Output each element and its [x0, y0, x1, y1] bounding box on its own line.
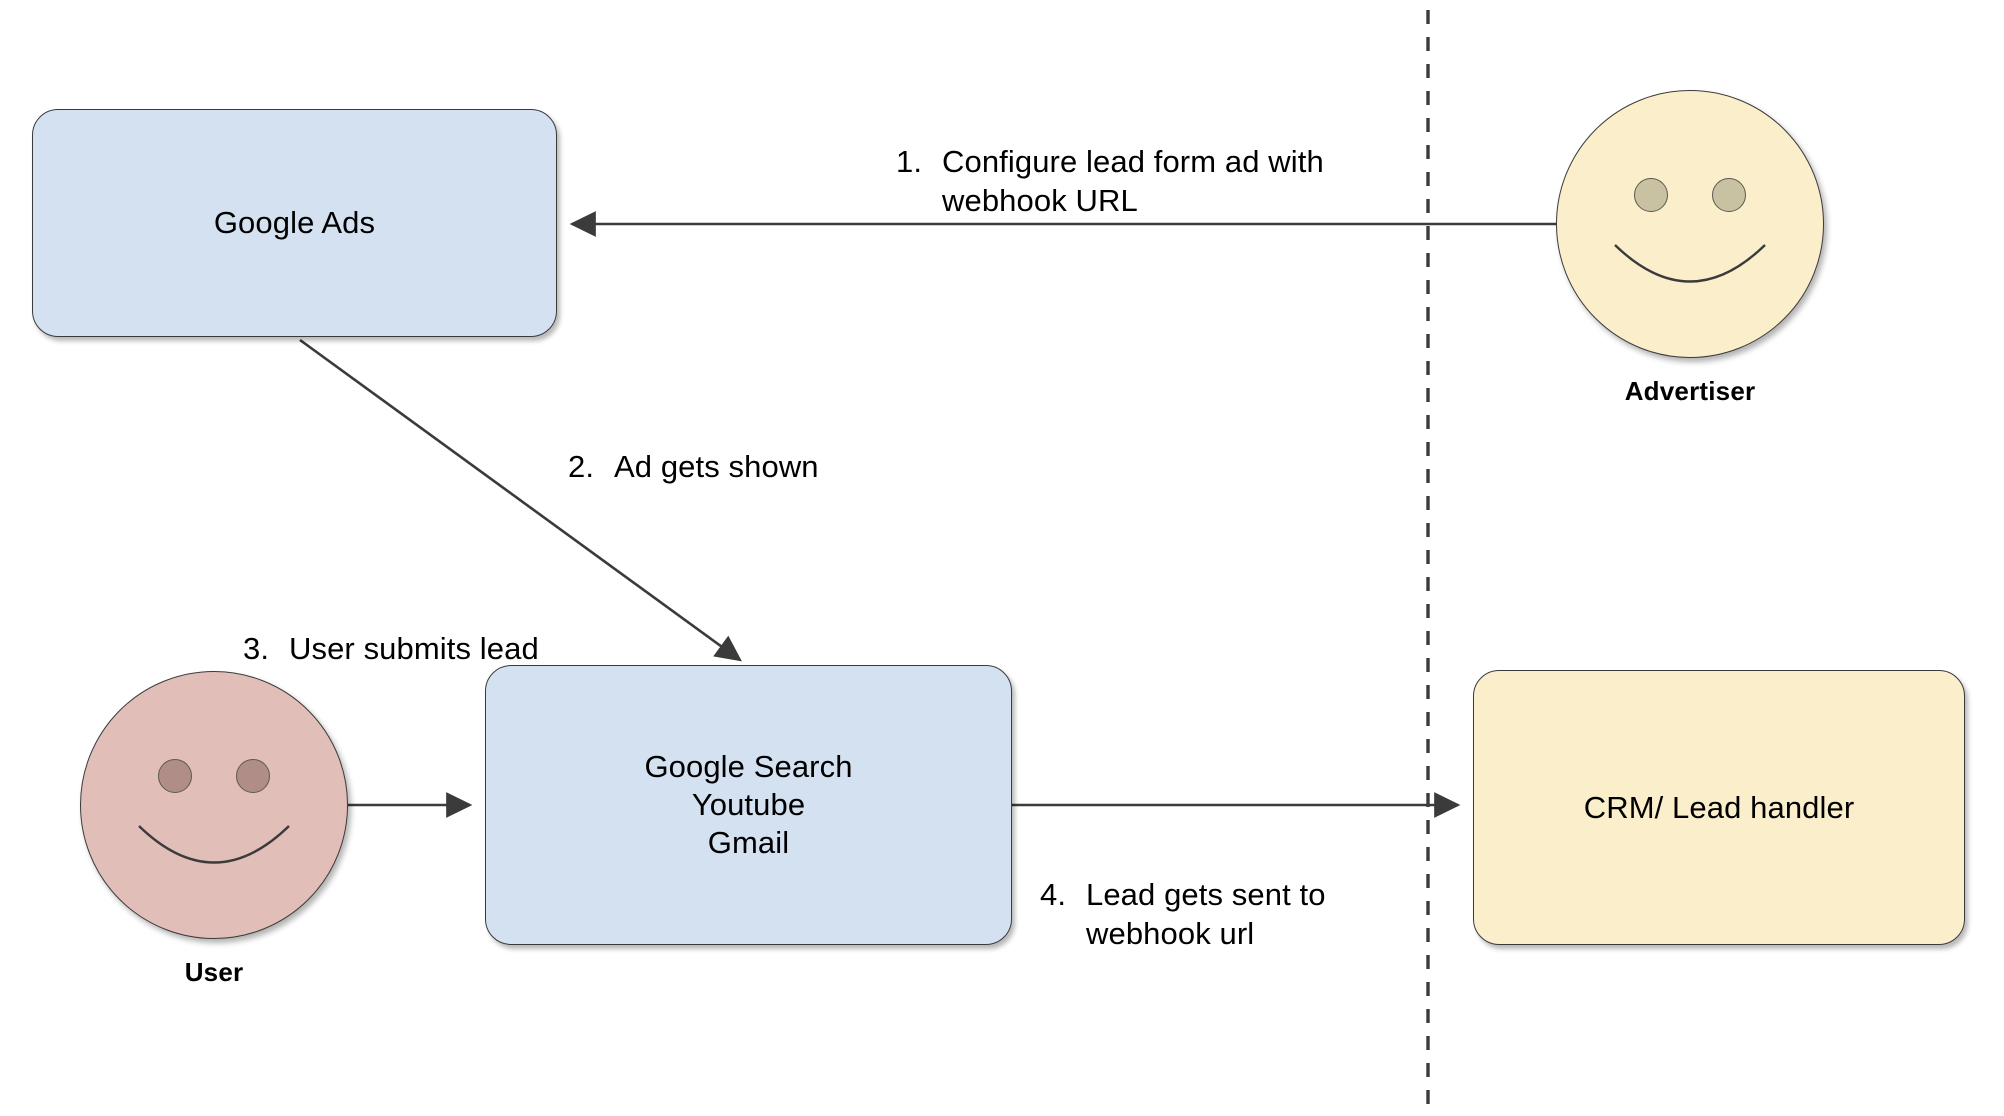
edge-label-step-3-text: User submits lead: [289, 631, 539, 667]
node-google-surfaces-label: Google Search Youtube Gmail: [644, 749, 853, 860]
edge-label-step-2: 2. Ad gets shown: [568, 410, 928, 487]
edge-label-step-1-text: Configure lead form ad with webhook URL: [942, 144, 1324, 218]
edge-label-step-4-number: 4.: [1040, 877, 1067, 913]
actor-advertiser-caption: Advertiser: [1624, 376, 1756, 406]
edge-label-step-3-number: 3.: [243, 631, 270, 667]
edge-label-step-4: 4. Lead gets sent to webhook url: [1040, 838, 1420, 953]
actor-advertiser[interactable]: Advertiser: [1556, 90, 1824, 406]
edge-label-step-4-text: Lead gets sent to webhook url: [1086, 877, 1326, 951]
actor-user-caption: User: [184, 957, 244, 987]
advertiser-smile-icon: [1614, 244, 1766, 283]
advertiser-eye-right-icon: [1712, 178, 1746, 212]
node-google-ads-label: Google Ads: [213, 205, 376, 241]
edge-label-step-1: 1. Configure lead form ad with webhook UR…: [896, 105, 1396, 220]
user-smile-icon: [138, 825, 290, 864]
node-google-surfaces[interactable]: Google Search Youtube Gmail: [485, 665, 1012, 945]
edge-label-step-3: 3. User submits lead: [243, 592, 623, 669]
edge-label-step-2-number: 2.: [568, 449, 595, 485]
edge-label-step-1-number: 1.: [896, 144, 923, 180]
edge-label-step-2-text: Ad gets shown: [614, 449, 819, 485]
node-google-ads[interactable]: Google Ads: [32, 109, 557, 337]
user-eye-left-icon: [158, 759, 192, 793]
actor-user[interactable]: User: [80, 671, 348, 987]
user-face-icon: [80, 671, 348, 939]
advertiser-face-icon: [1556, 90, 1824, 358]
node-crm[interactable]: CRM/ Lead handler: [1473, 670, 1965, 945]
user-eye-right-icon: [236, 759, 270, 793]
advertiser-eye-left-icon: [1634, 178, 1668, 212]
node-crm-label: CRM/ Lead handler: [1583, 789, 1855, 825]
